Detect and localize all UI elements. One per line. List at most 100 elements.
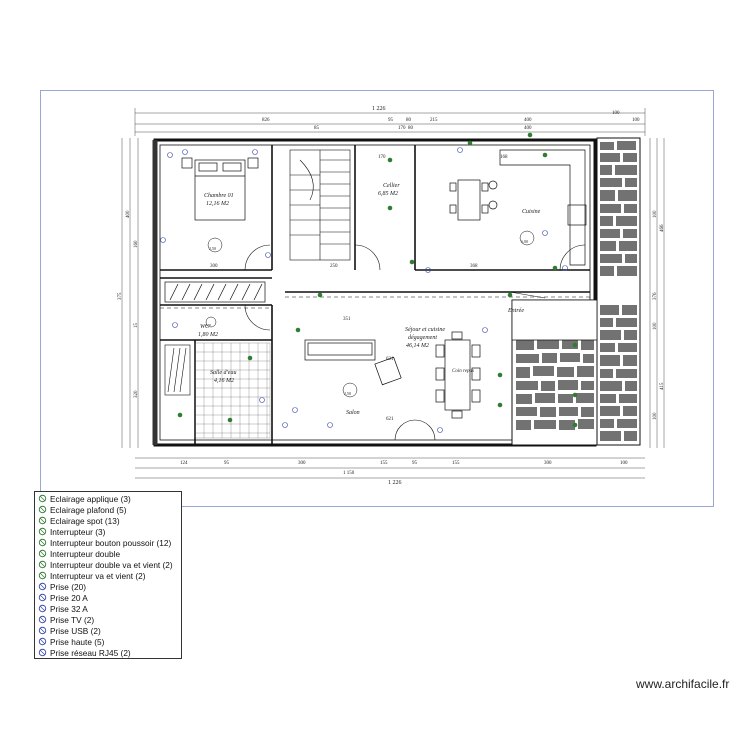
left-dimensions xyxy=(121,138,139,448)
legend-label: Prise (20) xyxy=(50,581,86,592)
bottom-dimensions xyxy=(135,457,645,479)
room-chambre-name: Chambre 01 xyxy=(204,193,234,199)
dim-bottom-7: 300 xyxy=(544,461,552,466)
legend-item: Interrupteur (3) xyxy=(37,526,181,537)
room-salledeau-name: Salle d'eau xyxy=(210,370,236,376)
bed xyxy=(181,157,259,221)
dim-top-6: 100 xyxy=(612,111,620,116)
dim-bottom-5: 95 xyxy=(412,461,418,466)
doors xyxy=(244,244,586,441)
inner-dim-6: 621 xyxy=(386,357,394,362)
legend-item: Prise 32 A xyxy=(37,603,181,614)
watermark: www.archifacile.fr xyxy=(636,677,730,691)
room-cellier-area: 6,85 M2 xyxy=(378,191,398,197)
electrical-legend: Eclairage applique (3)Eclairage plafond … xyxy=(34,491,182,659)
dim-total-top: 1 226 xyxy=(372,106,386,112)
legend-label: Interrupteur va et vient (2) xyxy=(50,570,146,581)
dim-left-2: 375 xyxy=(118,292,123,300)
legend-item: Interrupteur va et vient (2) xyxy=(37,570,181,581)
inner-dim-5: 621 xyxy=(386,417,394,422)
dim-right-3: 376 xyxy=(653,292,658,300)
wall-light-icon xyxy=(37,494,47,504)
usb-socket-icon xyxy=(37,626,47,636)
dim-top-7: 100 xyxy=(632,118,640,123)
exterior-walls xyxy=(152,138,597,447)
push-button-switch-icon xyxy=(37,538,47,548)
dim-total-bottom: 1 226 xyxy=(388,480,402,486)
inner-dimensions: 300 250 368 351 621 621 170 168 xyxy=(210,155,508,422)
room-wc-name: WC xyxy=(200,324,210,330)
room-wc-area: 1,80 M2 xyxy=(198,332,218,338)
sofa xyxy=(304,339,402,386)
double-two-way-switch-icon xyxy=(37,560,47,570)
inner-dim-3: 368 xyxy=(470,264,478,269)
height-mark-1: 2,50 xyxy=(209,246,216,252)
dim-bottom-4: 155 xyxy=(380,461,388,466)
dim-top-inner-1: 85 xyxy=(314,126,320,131)
legend-label: Prise haute (5) xyxy=(50,636,105,647)
legend-item: Interrupteur double xyxy=(37,548,181,559)
dim-bottom-2: 95 xyxy=(224,461,230,466)
inner-dim-2: 250 xyxy=(330,264,338,269)
dim-right-1: 466 xyxy=(660,224,665,232)
room-entree-name: Entrée xyxy=(507,308,524,314)
legend-label: Interrupteur bouton poussoir (12) xyxy=(50,537,172,548)
legend-item: Prise haute (5) xyxy=(37,636,181,647)
staircase xyxy=(289,149,351,261)
dim-left-1: 400 xyxy=(126,210,131,218)
high-socket-icon xyxy=(37,637,47,647)
dim-bottom-1: 124 xyxy=(180,461,188,466)
legend-label: Eclairage plafond (5) xyxy=(50,504,127,515)
dim-inner-bottom: 1 150 xyxy=(343,471,355,476)
legend-item: Interrupteur bouton poussoir (12) xyxy=(37,537,181,548)
ceiling-light-icon xyxy=(37,505,47,515)
socket-20a-icon xyxy=(37,593,47,603)
inner-dim-7: 170 xyxy=(378,155,386,160)
legend-item: Prise 20 A xyxy=(37,592,181,603)
legend-label: Interrupteur double va et vient (2) xyxy=(50,559,173,570)
inner-dim-8: 168 xyxy=(500,155,508,160)
legend-label: Interrupteur (3) xyxy=(50,526,106,537)
room-sejour-area: 46,14 M2 xyxy=(406,342,429,349)
spot-light-icon xyxy=(37,516,47,526)
dim-top-inner-3: 80 xyxy=(408,126,414,131)
room-chambre-area: 12,16 M2 xyxy=(206,201,229,207)
legend-item: Prise (20) xyxy=(37,581,181,592)
legend-item: Eclairage spot (13) xyxy=(37,515,181,526)
room-salon-name: Salon xyxy=(346,410,360,416)
legend-item: Prise USB (2) xyxy=(37,625,181,636)
closet xyxy=(164,281,266,303)
dim-top-5: 400 xyxy=(524,118,532,123)
dim-top-3: 80 xyxy=(406,118,412,123)
dim-top-4: 215 xyxy=(430,118,438,123)
legend-label: Interrupteur double xyxy=(50,548,121,559)
dim-top-inner-4: 400 xyxy=(524,126,532,131)
dim-top-2: 95 xyxy=(388,118,394,123)
dim-left-4: 15 xyxy=(134,323,139,329)
room-salledeau-area: 4,16 M2 xyxy=(214,377,234,384)
plan-frame xyxy=(40,90,714,507)
rj45-socket-icon xyxy=(37,648,47,658)
dim-right-2: 100 xyxy=(653,210,658,218)
legend-item: Eclairage plafond (5) xyxy=(37,504,181,515)
inner-dim-1: 300 xyxy=(210,264,218,269)
dim-top-1: 826 xyxy=(262,118,270,123)
right-dimensions xyxy=(649,138,665,448)
room-sejour-sub: dégagement xyxy=(408,335,437,341)
room-coinrepas-name: Coin repas xyxy=(452,369,474,374)
height-mark-4: 2,50 xyxy=(205,323,211,328)
legend-label: Prise 32 A xyxy=(50,603,88,614)
bathroom-tiles xyxy=(194,342,271,439)
two-way-switch-icon xyxy=(37,571,47,581)
dim-left-3: 160 xyxy=(134,240,139,248)
socket-32a-icon xyxy=(37,604,47,614)
legend-label: Prise USB (2) xyxy=(50,625,101,636)
room-cellier-name: Cellier xyxy=(383,183,400,189)
legend-label: Prise TV (2) xyxy=(50,614,95,625)
legend-item: Eclairage applique (3) xyxy=(37,493,181,504)
dim-left-5: 320 xyxy=(134,390,139,398)
electrical-symbols xyxy=(160,132,578,433)
interior-walls xyxy=(160,145,590,445)
room-sejour-name: Séjour et cuisine xyxy=(405,327,445,333)
